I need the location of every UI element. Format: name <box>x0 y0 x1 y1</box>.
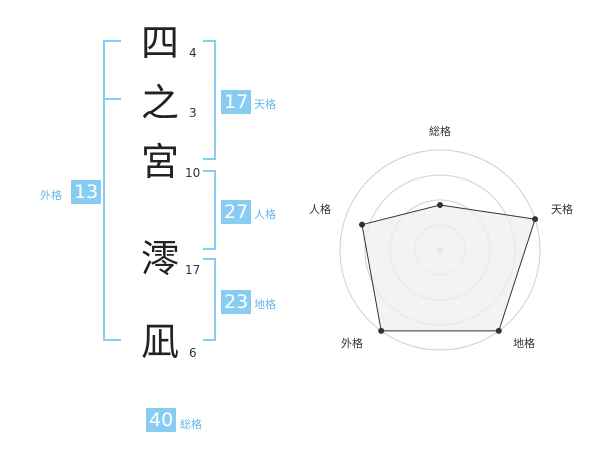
radar-label-tenkaku: 天格 <box>551 203 573 216</box>
name-character-5: 凪 <box>140 320 179 364</box>
soukaku-label: 総格 <box>180 418 202 431</box>
stroke-count-3: 10 <box>185 166 201 180</box>
soukaku-value-badge: 40 <box>146 408 177 432</box>
radar-point-4 <box>359 221 366 228</box>
tenkaku-label: 天格 <box>254 98 276 111</box>
chikaku-label: 地格 <box>254 298 276 311</box>
jinkaku-label: 人格 <box>254 208 276 221</box>
chikaku-bracket <box>203 258 216 341</box>
chikaku-value-badge: 23 <box>221 290 252 314</box>
stroke-count-4: 17 <box>185 263 201 277</box>
gaikaku-label: 外格 <box>40 189 62 202</box>
tenkaku-bracket <box>203 40 216 160</box>
gaikaku-bracket <box>103 40 121 341</box>
gaikaku-bracket-divider <box>103 98 121 100</box>
gaikaku-value-badge: 13 <box>71 180 102 204</box>
jinkaku-value-badge: 27 <box>221 200 252 224</box>
name-character-1: 四 <box>140 21 179 65</box>
radar-point-1 <box>532 216 539 223</box>
name-character-4: 澪 <box>140 237 179 281</box>
stroke-count-5: 6 <box>189 346 197 360</box>
name-character-3: 宮 <box>140 140 179 184</box>
radar-label-jinkaku: 人格 <box>309 203 331 216</box>
radar-polygon <box>361 204 536 332</box>
tenkaku-value-badge: 17 <box>221 90 252 114</box>
radar-label-soukaku: 総格 <box>429 125 451 138</box>
radar-label-gaikaku: 外格 <box>341 337 363 350</box>
radar-ring <box>339 149 541 351</box>
radar-label-chikaku: 地格 <box>513 337 535 350</box>
radar-point-2 <box>495 327 502 334</box>
jinkaku-bracket <box>203 170 216 250</box>
radar-point-0 <box>437 202 443 208</box>
stroke-count-1: 4 <box>189 46 197 60</box>
stroke-count-2: 3 <box>189 106 197 120</box>
name-character-2: 之 <box>140 81 179 125</box>
radar-point-3 <box>378 327 385 334</box>
